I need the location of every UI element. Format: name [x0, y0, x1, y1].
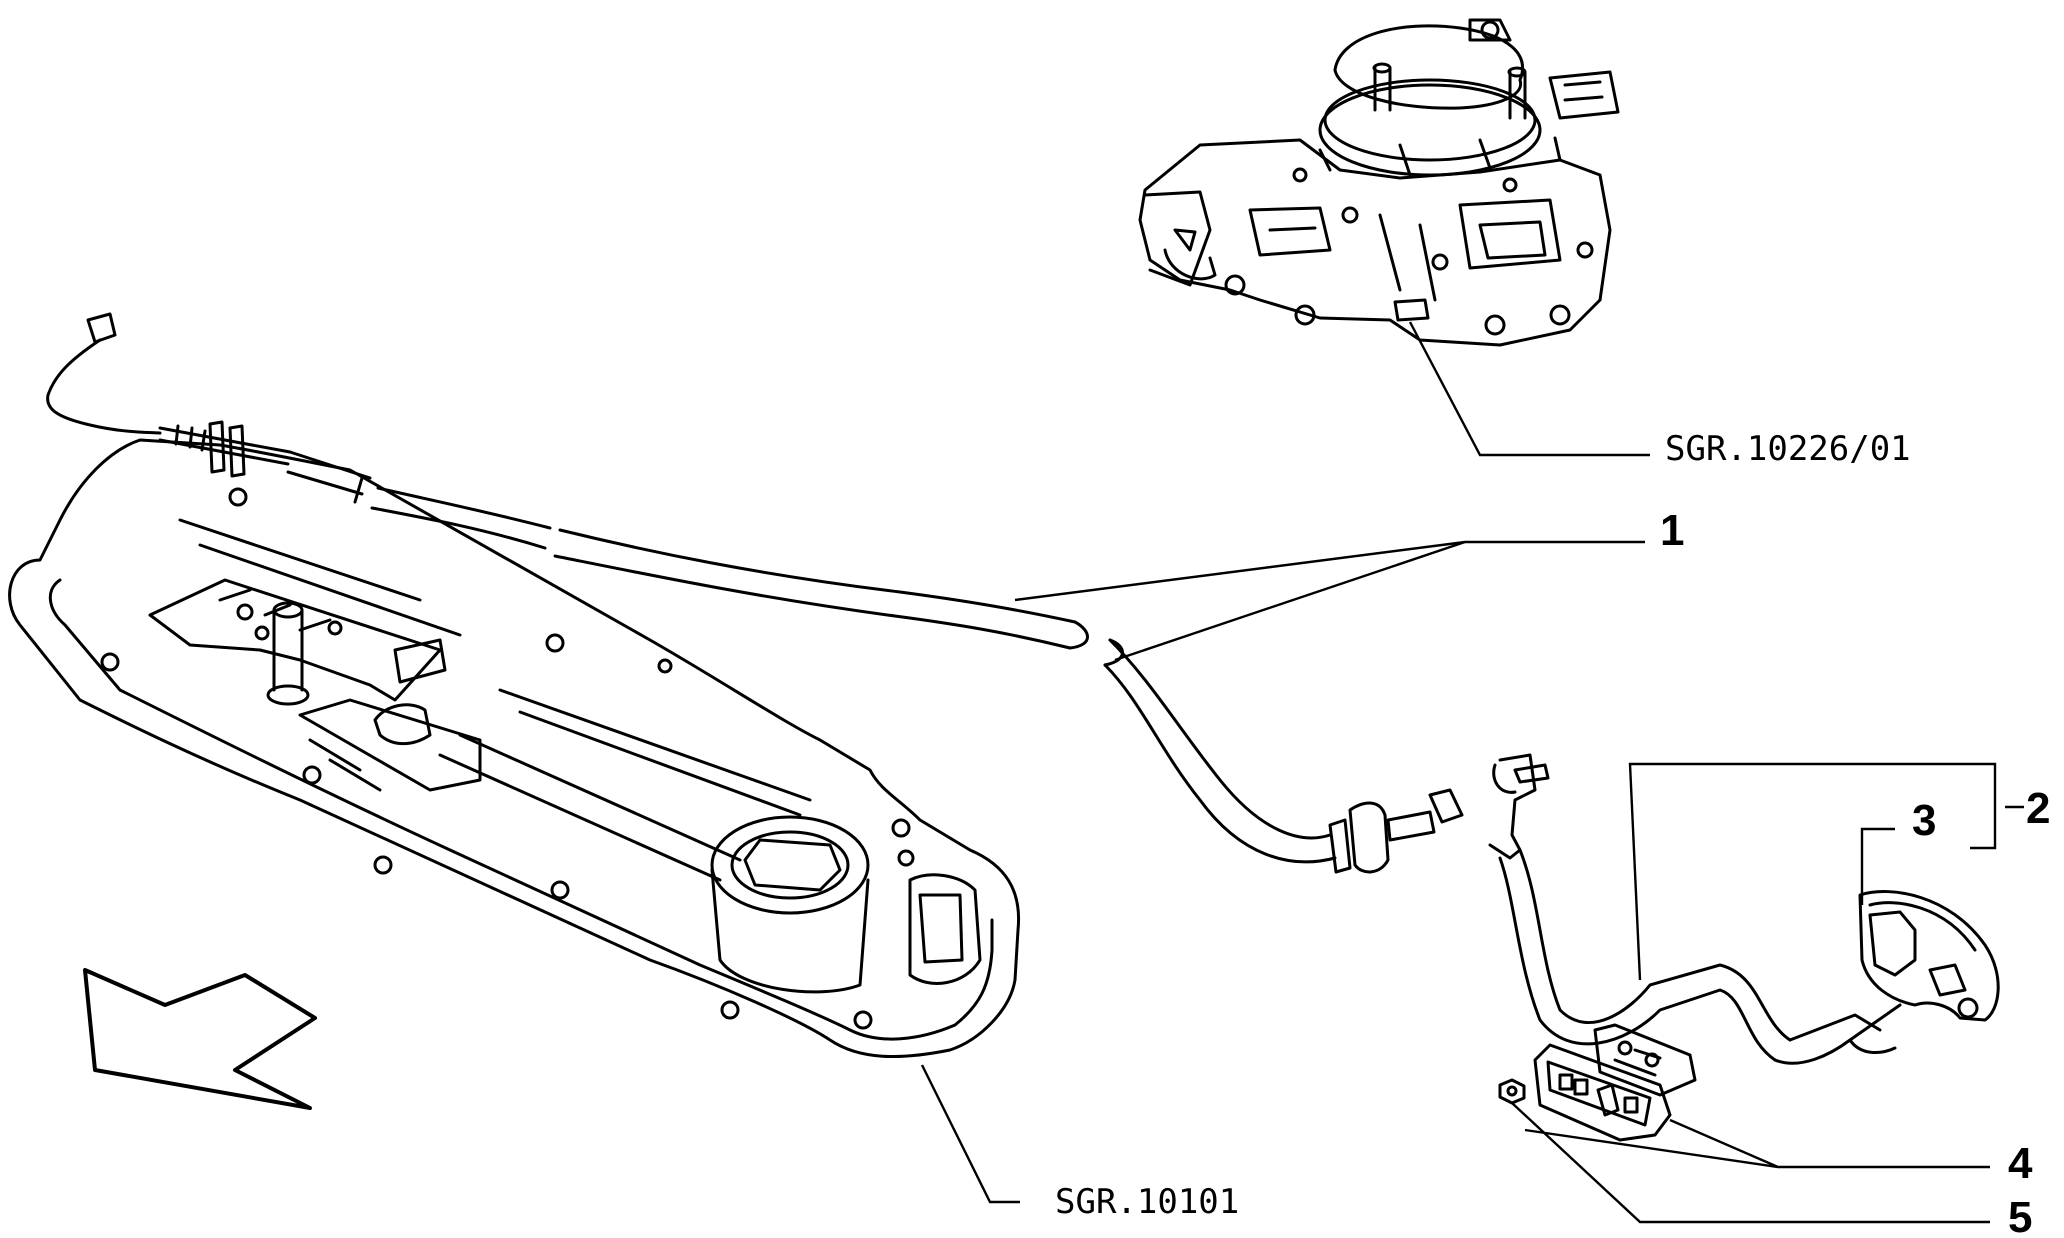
bracket-rod-drawing	[1488, 753, 1902, 1065]
callout-4: 4	[2008, 1139, 2033, 1188]
leader-valve-cover	[920, 1064, 1020, 1204]
ref-code-valve-cover: SGR.10101	[1055, 1182, 1239, 1222]
switch-block-drawing	[1533, 1023, 1697, 1142]
carburetor-drawing	[1138, 18, 1620, 347]
cam-pulley-drawing	[1858, 890, 2000, 1022]
callout-1: 1	[1660, 506, 1684, 555]
nut-drawing	[1498, 1078, 1526, 1105]
leader-1-upper	[1014, 540, 1645, 602]
leader-4	[1524, 1118, 1990, 1169]
direction-arrow	[83, 968, 317, 1110]
leader-carburetor	[1408, 321, 1650, 457]
callout-3: 3	[1912, 796, 1936, 845]
leader-1-lower	[1114, 540, 1466, 662]
leader-2-bracket	[1628, 762, 1997, 981]
callout-2: 2	[2026, 784, 2050, 833]
valve-cover-drawing	[8, 438, 1021, 1059]
ref-code-carburetor: SGR.10226/01	[1665, 429, 1911, 469]
throttle-cable-drawing	[46, 312, 1464, 874]
leader-5	[1511, 1102, 1990, 1224]
callout-5: 5	[2008, 1193, 2032, 1238]
leader-3	[1860, 827, 1895, 905]
leader-lines	[920, 321, 2024, 1224]
